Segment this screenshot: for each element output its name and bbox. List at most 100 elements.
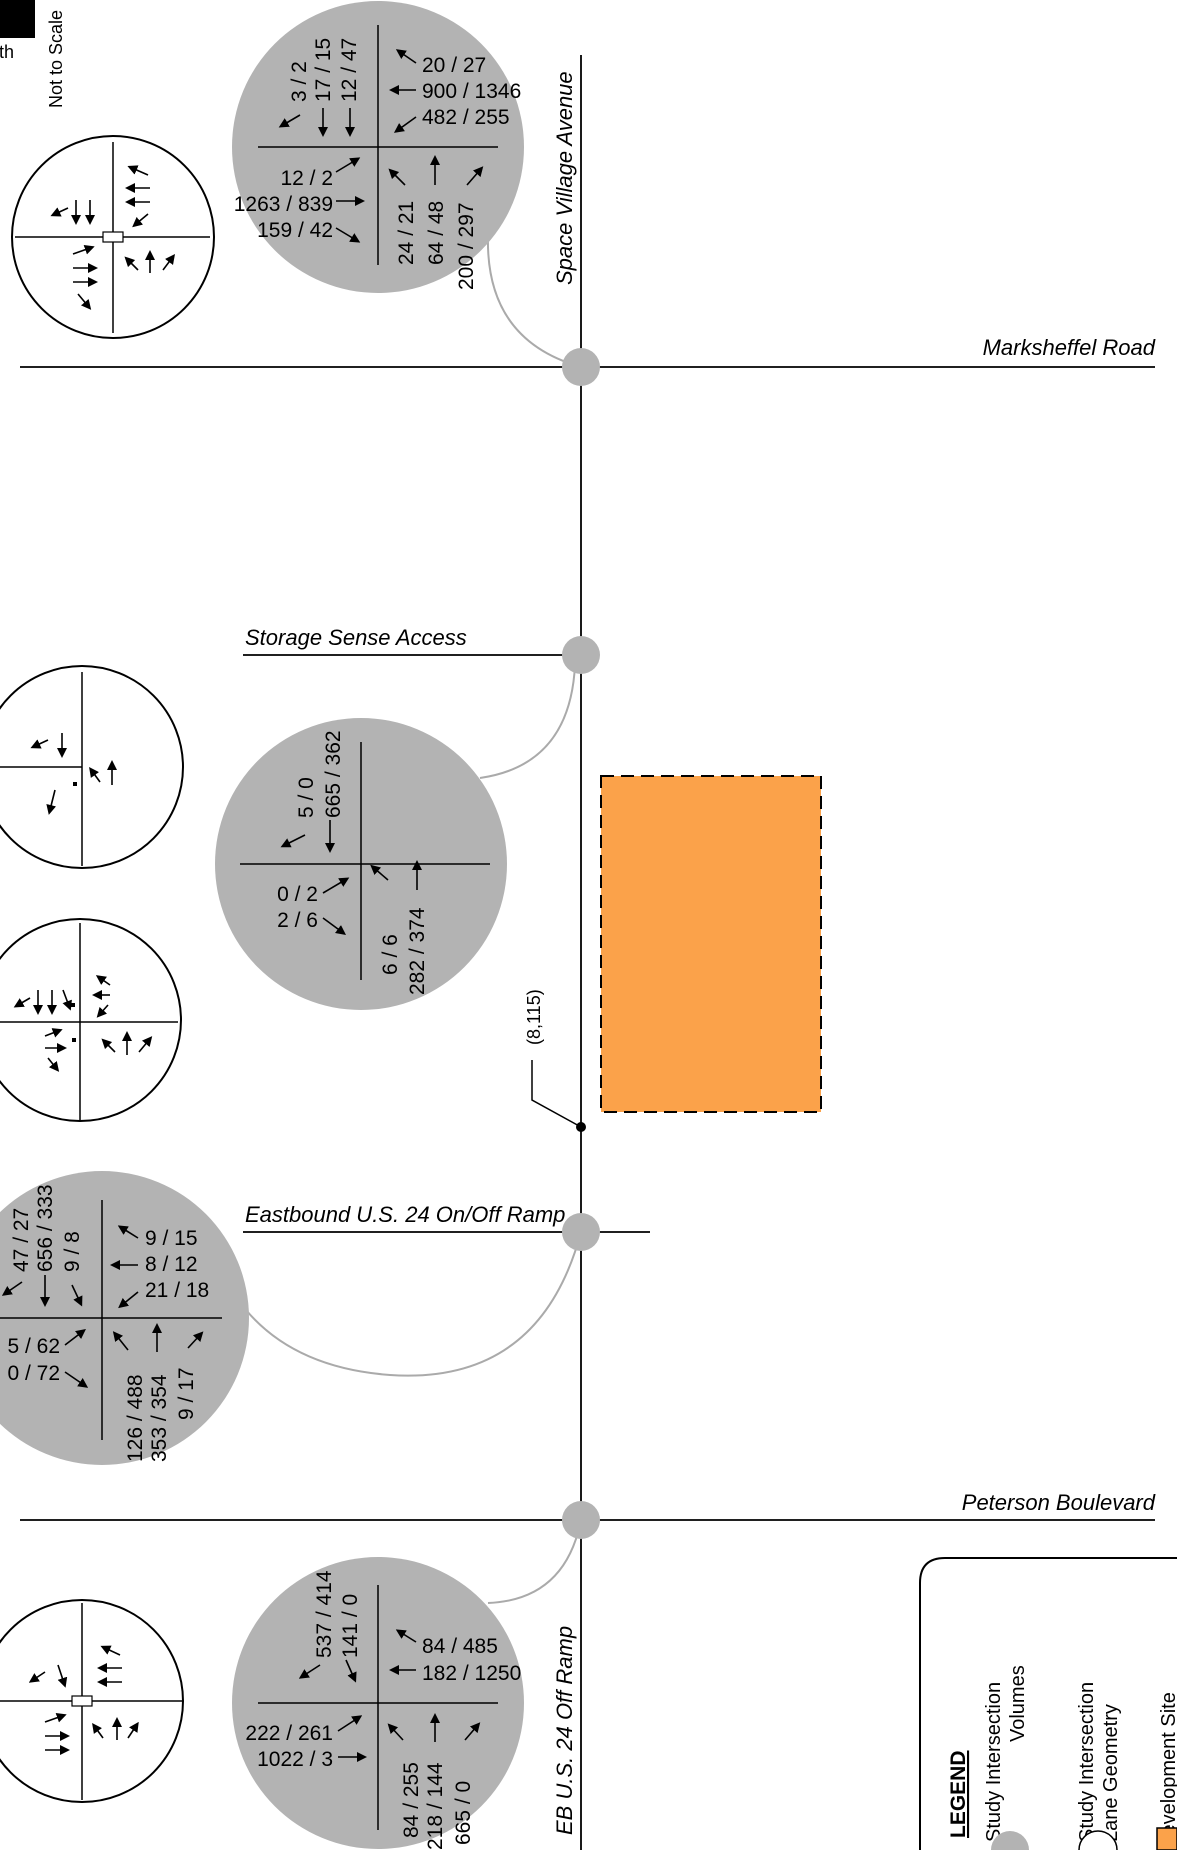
storage-eb-left: 0 / 2 bbox=[277, 883, 318, 906]
eb-ramp-wb-thru: 8 / 12 bbox=[145, 1253, 198, 1276]
intersection-node-storage bbox=[562, 636, 600, 674]
lane-geometry-storage bbox=[0, 665, 184, 869]
lane-arrow-icon bbox=[64, 1371, 89, 1388]
legend-volumes-line2: Volumes bbox=[1007, 1665, 1029, 1742]
intersection-node-eb-ramp bbox=[562, 1213, 600, 1251]
legend-site-label: Development Site bbox=[1158, 1692, 1177, 1850]
legend: LEGEND Study Intersection Volumes Study … bbox=[919, 1557, 1177, 1850]
peterson-nb-thru: 218 / 144 bbox=[424, 1762, 447, 1850]
lane-arrow-icon bbox=[44, 1712, 67, 1723]
north-arrow: North Not to Scale bbox=[0, 0, 66, 108]
marksheffel-sb-right: 12 / 47 bbox=[338, 38, 361, 102]
eb-us24-onoff-label: Eastbound U.S. 24 On/Off Ramp bbox=[245, 1202, 565, 1227]
lane-arrow-icon bbox=[57, 1664, 68, 1688]
peterson-label: Peterson Boulevard bbox=[962, 1490, 1156, 1515]
marksheffel-eb-left: 12 / 2 bbox=[280, 167, 333, 190]
lane-arrow-icon bbox=[72, 244, 95, 255]
eb-ramp-sb-right: 9 / 8 bbox=[61, 1231, 84, 1272]
marksheffel-sb-left: 3 / 2 bbox=[288, 61, 311, 102]
lane-geometry-circle bbox=[0, 918, 182, 1122]
lane-arrow-icon bbox=[44, 1028, 63, 1038]
lane-arrow-icon bbox=[370, 864, 389, 881]
legend-box bbox=[919, 1557, 1177, 1850]
lane-arrow-icon bbox=[132, 213, 149, 228]
eb-ramp-wb-left: 21 / 18 bbox=[145, 1279, 209, 1302]
callout-connectors bbox=[245, 234, 582, 1604]
lane-arrow-icon bbox=[345, 1659, 357, 1683]
legend-volumes-line1: Study Intersection bbox=[983, 1682, 1005, 1842]
volume-callout-marksheffel: 3 / 2 17 / 15 12 / 47 20 / 27 900 / 1346… bbox=[232, 1, 524, 293]
volume-callout-peterson: 537 / 414 141 / 0 84 / 485 182 / 1250 22… bbox=[232, 1557, 524, 1850]
lane-arrow-icon bbox=[92, 1722, 104, 1739]
lane-arrow-icon bbox=[322, 877, 350, 894]
marksheffel-eb-right: 159 / 42 bbox=[257, 219, 333, 242]
marksheffel-wb-thru: 900 / 1346 bbox=[422, 80, 521, 103]
lane-arrow-icon bbox=[337, 1715, 363, 1732]
eb-ramp-sb-left: 47 / 27 bbox=[10, 1208, 33, 1272]
eb-ramp-nb-right: 9 / 17 bbox=[175, 1367, 198, 1420]
eb-ramp-eb-left: 5 / 62 bbox=[7, 1335, 60, 1358]
peterson-eb-left: 222 / 261 bbox=[245, 1722, 333, 1745]
lane-geometry-eb-ramp bbox=[0, 918, 182, 1122]
marksheffel-nb-left: 24 / 21 bbox=[395, 201, 418, 265]
legend-title: LEGEND bbox=[947, 1750, 970, 1838]
lane-arrow-icon bbox=[127, 1721, 139, 1739]
stop-sign-icon bbox=[71, 1003, 75, 1007]
storage-eb-right: 2 / 6 bbox=[277, 909, 318, 932]
site-access: (8,115) bbox=[524, 989, 586, 1132]
lane-arrow-icon bbox=[395, 1629, 417, 1643]
intersection-nodes bbox=[562, 348, 600, 1539]
lane-arrow-icon bbox=[89, 766, 101, 783]
eb-us24-off-label: EB U.S. 24 Off Ramp bbox=[552, 1626, 577, 1835]
lane-arrow-icon bbox=[117, 1225, 139, 1239]
peterson-wb-thru: 182 / 1250 bbox=[422, 1662, 521, 1685]
marksheffel-nb-right: 200 / 297 bbox=[455, 202, 478, 290]
lane-arrow-icon bbox=[395, 49, 417, 64]
eb-ramp-wb-right: 9 / 15 bbox=[145, 1227, 198, 1250]
lane-arrow-icon bbox=[298, 1664, 321, 1679]
eb-ramp-nb-thru: 353 / 354 bbox=[148, 1374, 171, 1462]
development-site bbox=[600, 775, 822, 1113]
eb-ramp-sb-thru: 656 / 333 bbox=[34, 1184, 57, 1272]
lane-arrow-icon bbox=[138, 1036, 153, 1053]
lane-arrow-icon bbox=[50, 207, 69, 217]
peterson-nb-left: 84 / 255 bbox=[400, 1762, 423, 1838]
north-arrow-icon bbox=[0, 0, 35, 38]
volume-callout-eb-ramp: 47 / 27 656 / 333 9 / 8 9 / 15 8 / 12 21… bbox=[0, 1171, 249, 1465]
peterson-sb-left: 537 / 414 bbox=[313, 1570, 336, 1658]
north-label: North bbox=[0, 42, 14, 62]
lane-arrow-icon bbox=[127, 165, 149, 176]
storage-sb-left: 5 / 0 bbox=[295, 777, 318, 818]
peterson-wb-right: 84 / 485 bbox=[422, 1635, 498, 1658]
lane-arrow-icon bbox=[280, 834, 306, 848]
site-access-label: (8,115) bbox=[524, 989, 544, 1045]
marksheffel-nb-thru: 64 / 48 bbox=[425, 201, 448, 265]
lane-arrow-icon bbox=[278, 114, 301, 128]
eb-ramp-eb-right: 0 / 72 bbox=[7, 1362, 60, 1385]
intersection-node-peterson bbox=[562, 1501, 600, 1539]
marksheffel-wb-right: 20 / 27 bbox=[422, 54, 486, 77]
lane-arrow-icon bbox=[335, 157, 361, 173]
peterson-nb-right: 665 / 0 bbox=[452, 1781, 475, 1845]
scale-label: Not to Scale bbox=[46, 10, 66, 108]
eb-ramp-nb-left: 126 / 488 bbox=[124, 1374, 147, 1462]
marksheffel-label: Marksheffel Road bbox=[983, 335, 1156, 360]
lane-arrow-icon bbox=[47, 1057, 60, 1072]
connector-storage bbox=[479, 664, 576, 779]
storage-sb-thru: 665 / 362 bbox=[322, 730, 345, 818]
volume-callout-storage: 5 / 0 665 / 362 0 / 2 2 / 6 6 / 6 282 / … bbox=[215, 718, 507, 1010]
marksheffel-eb-thru: 1263 / 839 bbox=[234, 193, 333, 216]
lane-arrow-icon bbox=[388, 168, 406, 186]
lane-arrow-icon bbox=[100, 1645, 121, 1656]
lane-arrow-icon bbox=[30, 739, 49, 749]
lane-arrow-icon bbox=[96, 1004, 109, 1018]
lane-arrow-icon bbox=[28, 1671, 46, 1683]
legend-site-swatch bbox=[1156, 1827, 1177, 1850]
stop-sign-icon bbox=[72, 1038, 76, 1042]
lane-arrow-icon bbox=[1, 1281, 23, 1296]
lane-arrow-icon bbox=[118, 1291, 139, 1309]
lane-arrow-icon bbox=[13, 997, 31, 1008]
lane-arrow-icon bbox=[95, 975, 111, 986]
lane-geometry-peterson bbox=[0, 1599, 184, 1803]
